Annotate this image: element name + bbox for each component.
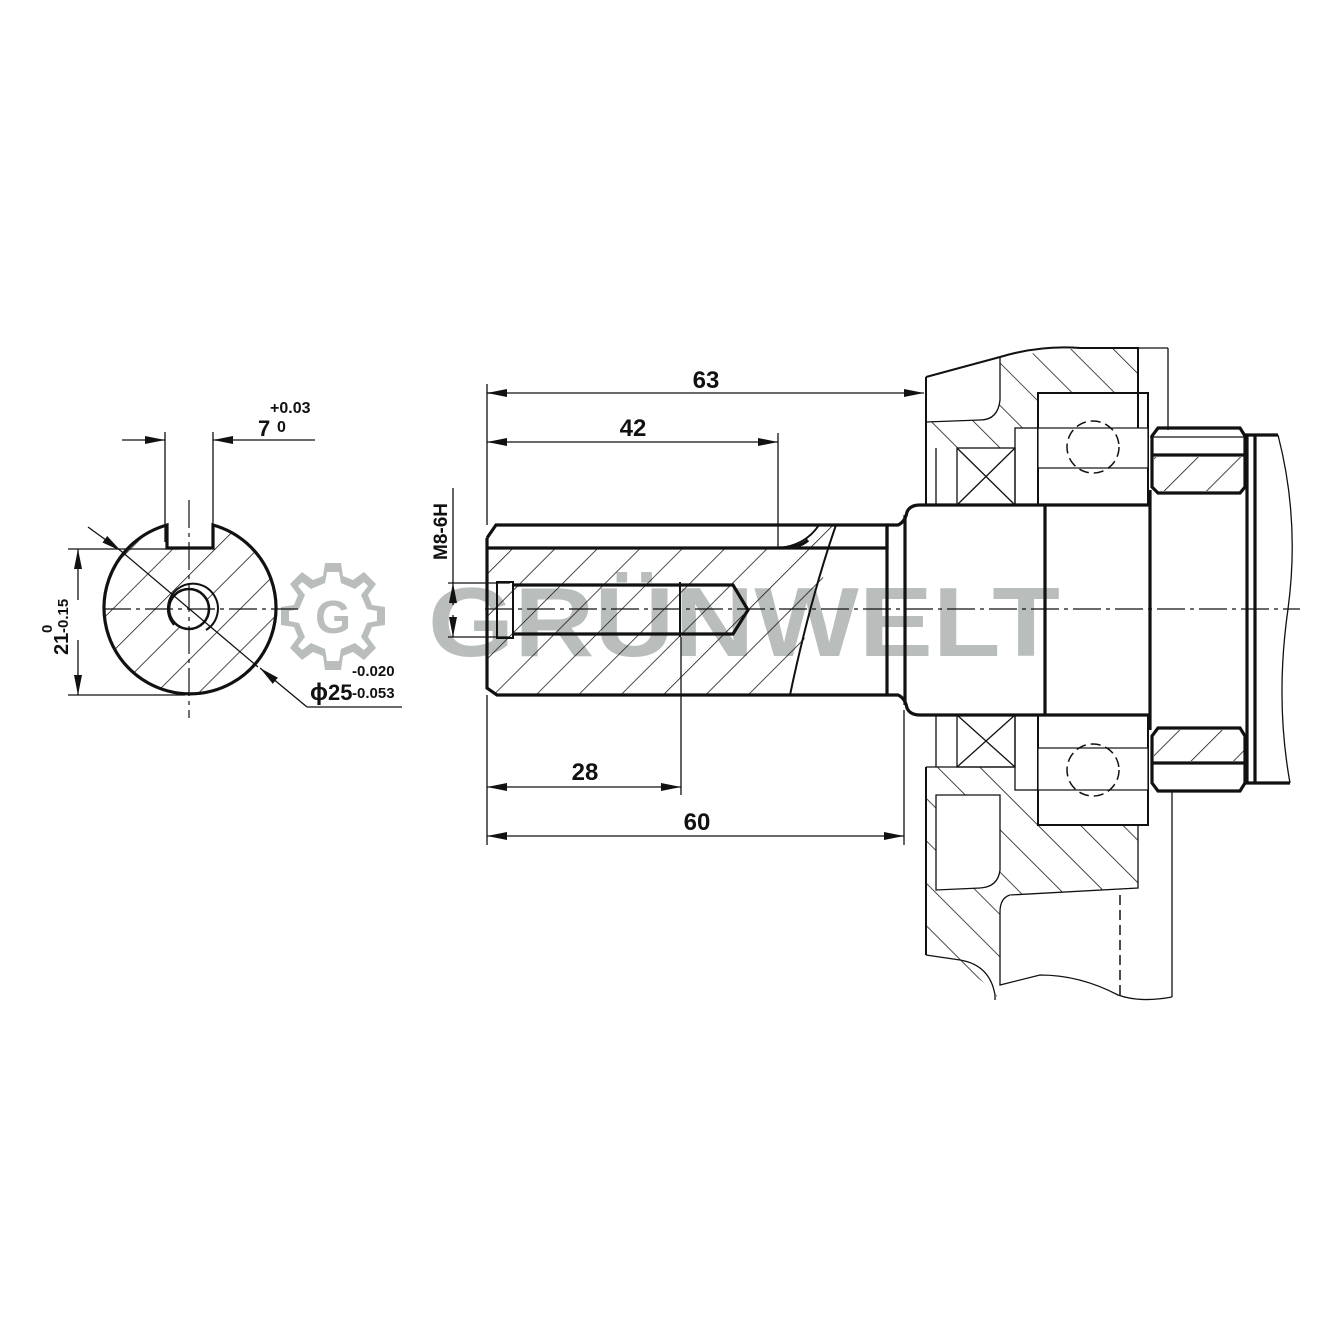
diameter-value: 25 xyxy=(328,680,352,705)
key-depth-tol-lower: -0.15 xyxy=(55,599,72,633)
key-depth-tol-upper: 0 xyxy=(39,625,56,633)
key-width-tol-upper: +0.03 xyxy=(270,400,311,417)
shaft-length-60: 60 xyxy=(684,809,711,836)
thread-spec-label: M8-6H xyxy=(431,503,452,560)
diameter-tol-lower: -0.053 xyxy=(352,685,395,702)
shaft-cross-section: 7 +0.03 0 21 -0.15 0 ϕ 25 -0.053 -0.020 xyxy=(39,400,402,718)
key-width-value: 7 xyxy=(258,416,270,441)
keyway-length-42: 42 xyxy=(620,415,647,442)
svg-text:G: G xyxy=(315,591,351,643)
bearing-housing xyxy=(925,346,1293,1001)
shaft-side-view: M8-6H 63 42 28 60 xyxy=(431,367,1300,845)
key-depth-label: 21 -0.15 0 xyxy=(39,599,73,655)
gear-logo-icon: G xyxy=(281,563,385,670)
diameter-tol-upper: -0.020 xyxy=(352,663,395,680)
key-depth-value: 21 xyxy=(51,633,73,655)
diameter-symbol: ϕ xyxy=(310,679,328,706)
overall-length-63: 63 xyxy=(693,367,720,394)
key-width-tol-lower: 0 xyxy=(277,419,286,436)
thread-depth-28: 28 xyxy=(572,759,599,786)
